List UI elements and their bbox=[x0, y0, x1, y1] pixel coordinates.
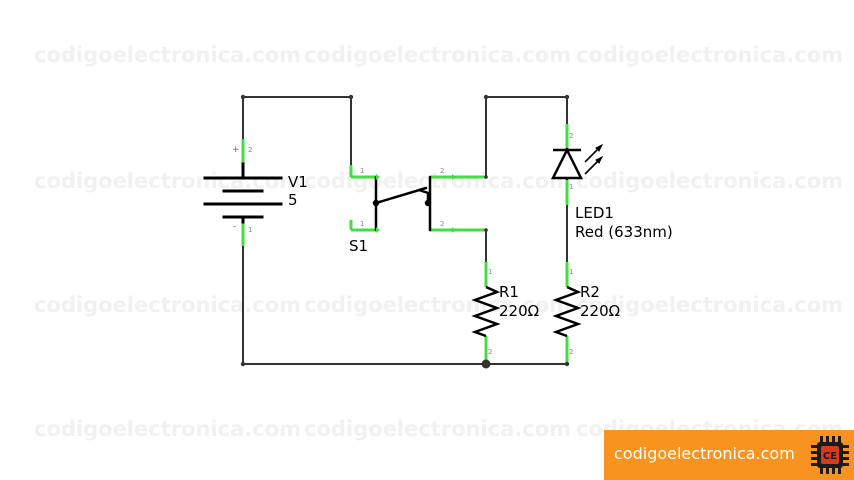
switch-pin-d: 2 bbox=[440, 220, 445, 228]
r2-value-label: 220Ω bbox=[580, 302, 621, 320]
r2-name-label: R2 bbox=[580, 283, 600, 301]
battery-name-label: V1 bbox=[288, 173, 308, 191]
brand-badge[interactable]: codigoelectronica.com CE bbox=[604, 430, 854, 480]
r1-pin-bottom: 2 bbox=[488, 348, 493, 356]
switch-pin-c: 2 bbox=[440, 167, 445, 175]
led-pin-bottom: 1 bbox=[569, 183, 574, 191]
pin-end-marks bbox=[376, 174, 456, 233]
led-pin-top: 2 bbox=[569, 132, 574, 140]
r1-name-label: R1 bbox=[499, 283, 519, 301]
junction-node bbox=[481, 359, 491, 369]
r2-pin-top: 1 bbox=[569, 268, 574, 276]
wire-switch-to-led bbox=[485, 96, 568, 178]
resistor-r1-symbol bbox=[471, 285, 501, 338]
r2-pin-bottom: 2 bbox=[569, 348, 574, 356]
r1-value-label: 220Ω bbox=[499, 302, 540, 320]
wires bbox=[242, 96, 568, 365]
battery-pin-plus: 2 bbox=[248, 146, 253, 154]
chip-logo-icon: CE bbox=[811, 436, 849, 474]
r1-pin-top: 1 bbox=[488, 268, 493, 276]
wire-battery-to-switch bbox=[242, 96, 352, 166]
switch-pin-b: 1 bbox=[360, 220, 365, 228]
led1-symbol bbox=[550, 143, 604, 180]
switch-name-label: S1 bbox=[349, 237, 369, 255]
pin-stubs bbox=[241, 124, 569, 364]
battery-plus-sign: + bbox=[232, 145, 240, 155]
switch-pin-a: 1 bbox=[360, 167, 365, 175]
led-name-label: LED1 bbox=[575, 204, 614, 222]
battery-minus-sign: - bbox=[233, 222, 237, 232]
corner-nodes bbox=[240, 94, 570, 367]
battery-pin-minus: 1 bbox=[248, 226, 253, 234]
switch-s1-symbol bbox=[372, 175, 432, 232]
battery-value-label: 5 bbox=[288, 191, 298, 209]
resistor-r2-symbol bbox=[552, 285, 582, 338]
brand-text: codigoelectronica.com bbox=[614, 444, 795, 463]
led-value-label: Red (633nm) bbox=[575, 223, 673, 241]
chip-logo-text: CE bbox=[823, 451, 837, 462]
battery-v1-symbol bbox=[203, 162, 283, 224]
